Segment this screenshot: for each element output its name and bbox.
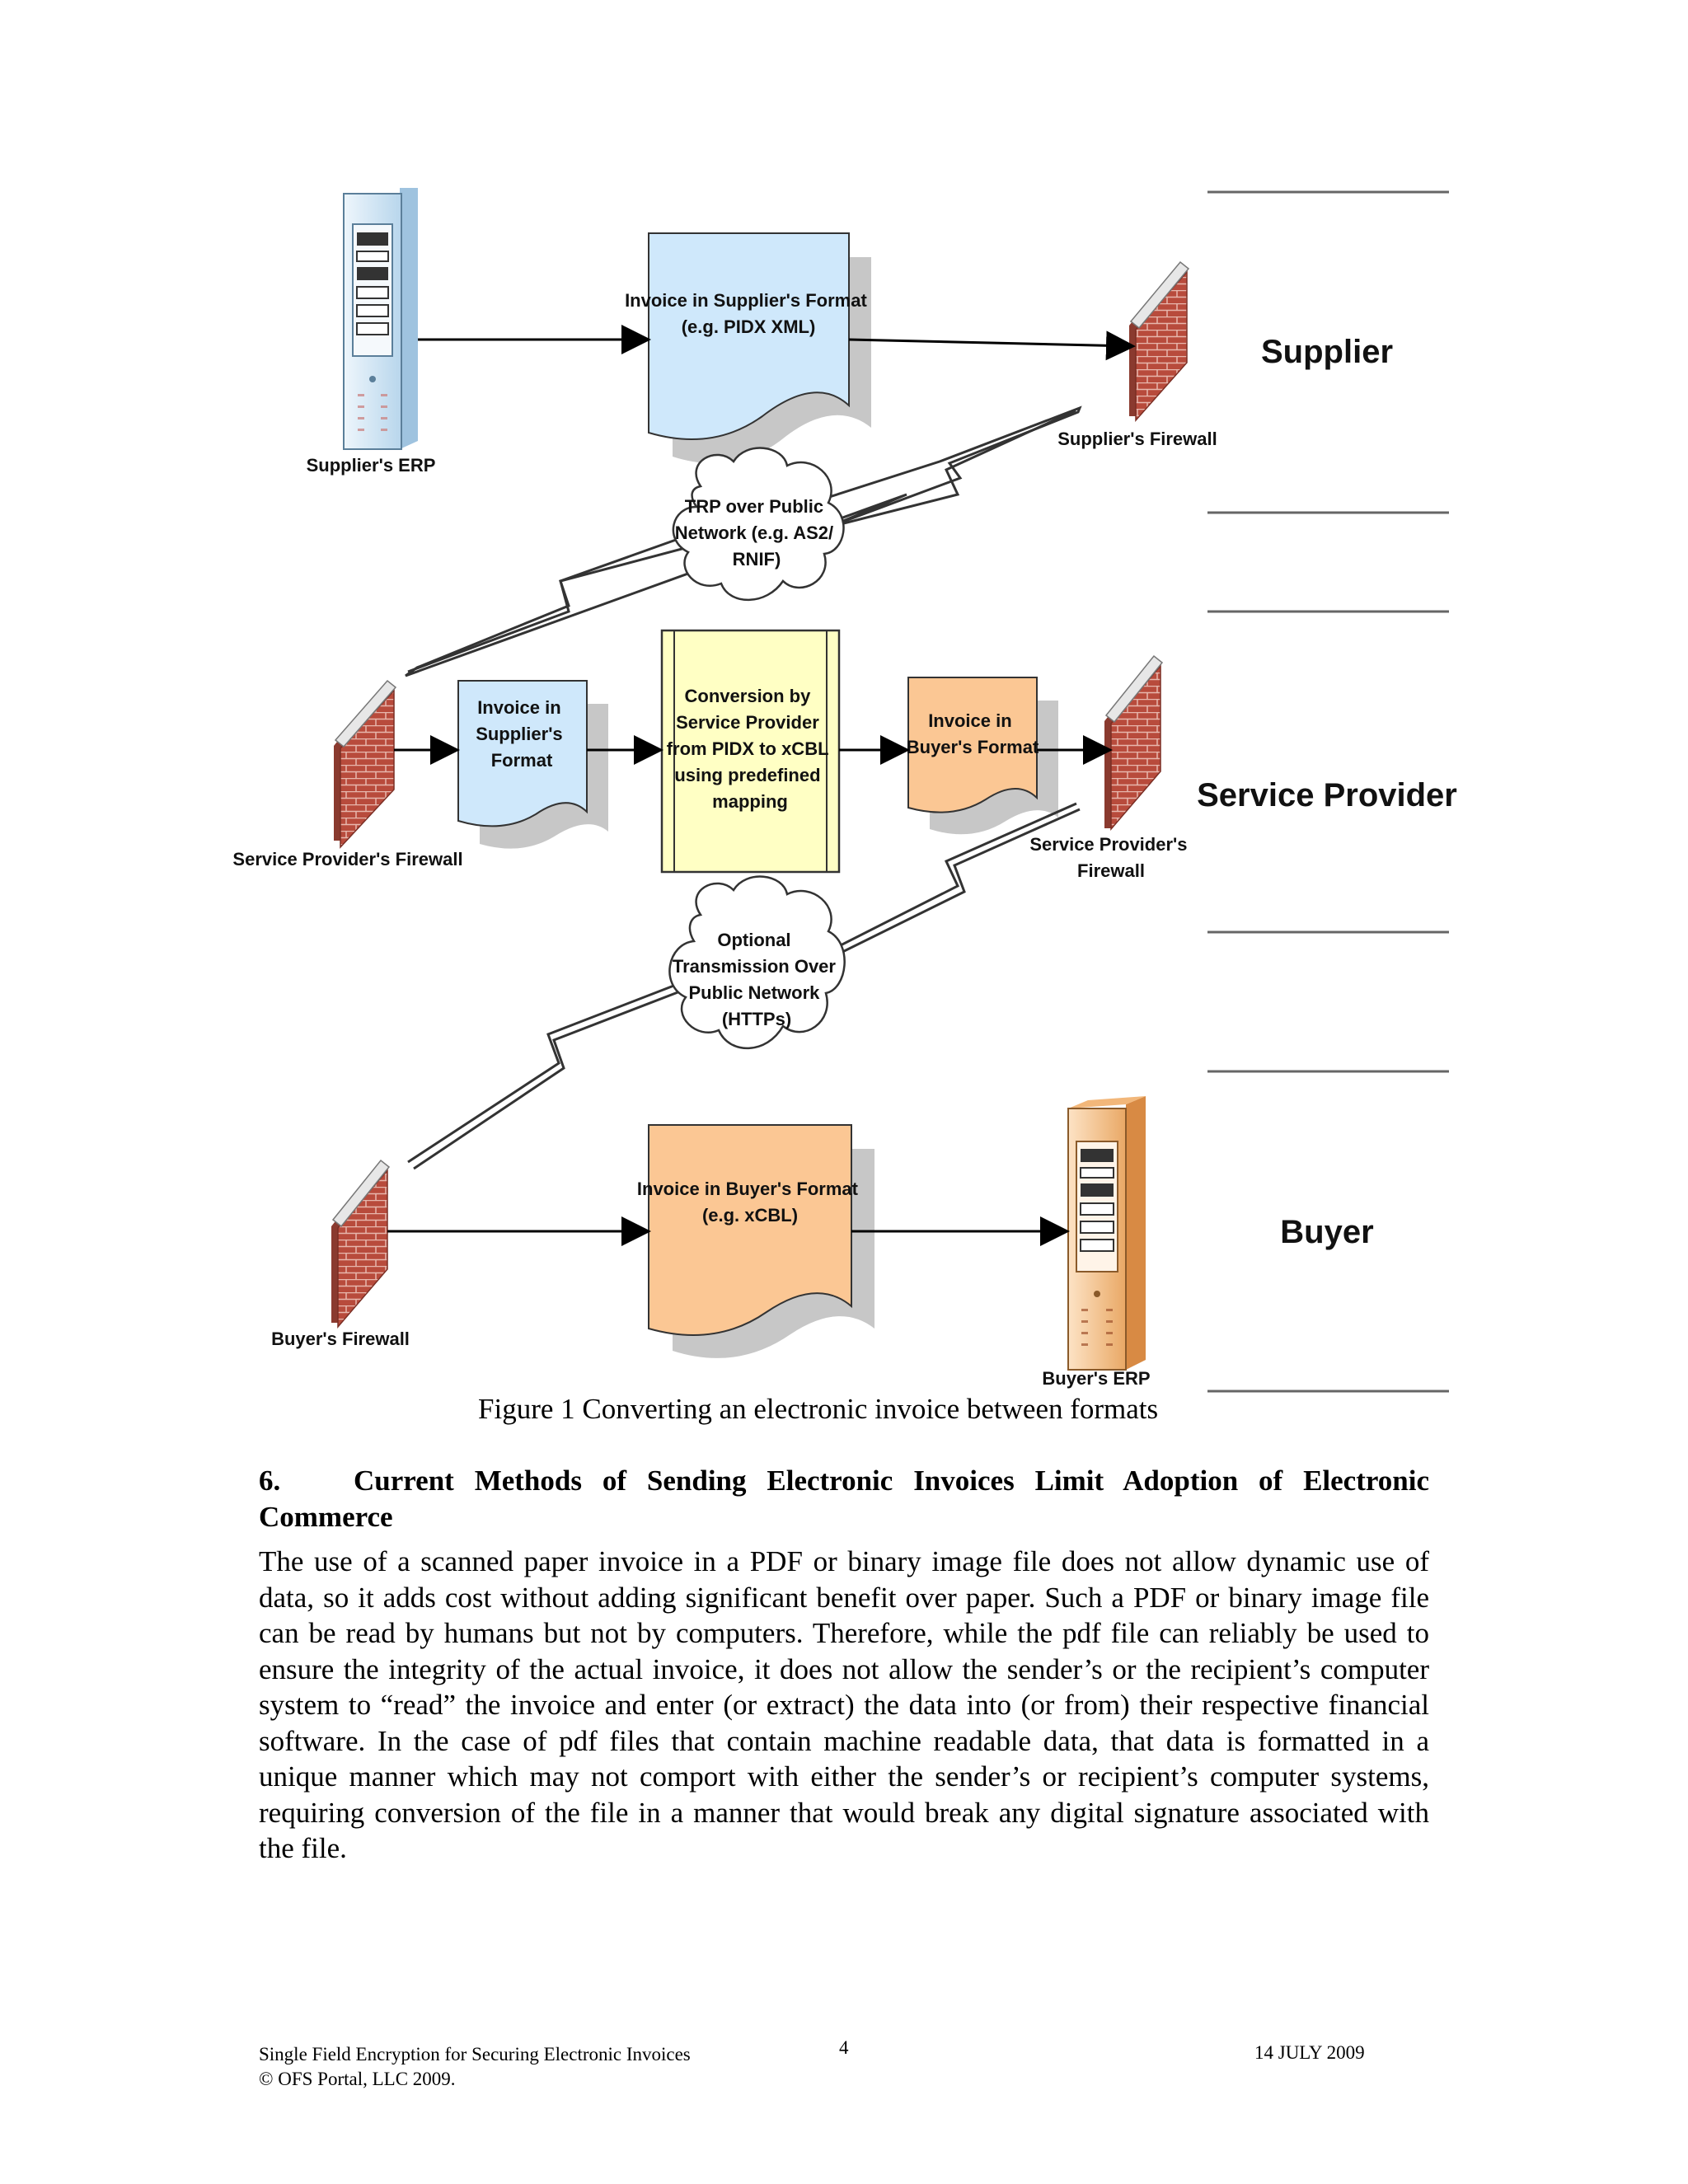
footer-page-number: 4 (839, 2037, 849, 2058)
buyer-firewall-icon (331, 1159, 391, 1329)
trp-cloud: TRP over Public Network (e.g. AS2/ RNIF) (672, 447, 845, 602)
supplier-erp-server-icon (343, 188, 418, 450)
supplier-erp-label: Supplier's ERP (307, 455, 436, 476)
buyer-erp-label: Buyer's ERP (1042, 1368, 1150, 1389)
conversion-label: Conversion by Service Provider from PIDX… (667, 686, 834, 812)
sp-supplier-format-document: Invoice in Supplier's Format (457, 680, 608, 849)
footer-document-title: Single Field Encryption for Securing Ele… (259, 2044, 691, 2064)
sp-left-firewall-label: Service Provider's Firewall (232, 849, 462, 869)
trp-cloud-label: TRP over Public Network (e.g. AS2/ RNIF) (675, 496, 838, 569)
supplier-firewall-label: Supplier's Firewall (1057, 429, 1217, 449)
buyer-invoice-label: Invoice in Buyer's Format (e.g. xCBL) (637, 1179, 863, 1226)
sp-buyer-format-label: Invoice in Buyer's Format (907, 710, 1039, 757)
figure-caption: Figure 1 Converting an electronic invoic… (478, 1393, 1159, 1425)
optional-cloud: Optional Transmission Over Public Networ… (668, 875, 846, 1050)
supplier-invoice-label: Invoice in Supplier's Format (e.g. PIDX … (625, 290, 872, 337)
arrow-invoice-to-supplier-firewall (848, 330, 1136, 361)
section-title: Current Methods of Sending Electronic In… (259, 1465, 1429, 1533)
footer-copyright: © OFS Portal, LLC 2009. (259, 2069, 456, 2089)
sp-supplier-format-label: Invoice in Supplier's Format (476, 697, 568, 771)
supplier-firewall-icon (1129, 260, 1190, 422)
buyer-firewall-label: Buyer's Firewall (271, 1329, 410, 1349)
section-number: 6. (259, 1465, 281, 1497)
lane-label-supplier: Supplier (1261, 334, 1393, 370)
sp-buyer-format-document: Invoice in Buyer's Format (907, 677, 1058, 835)
buyer-invoice-document: Invoice in Buyer's Format (e.g. xCBL) (637, 1124, 874, 1358)
lane-label-service-provider: Service Provider (1197, 777, 1457, 813)
lane-label-buyer: Buyer (1280, 1214, 1373, 1250)
sp-right-firewall-icon (1104, 654, 1164, 832)
buyer-erp-server-icon (1067, 1096, 1146, 1371)
invoice-flow-diagram: Supplier Service Provider Buyer Supplier… (232, 188, 1457, 1393)
section-body-paragraph: The use of a scanned paper invoice in a … (259, 1545, 1429, 1864)
sp-right-firewall-label: Service Provider's Firewall (1029, 834, 1192, 881)
footer-left: Single Field Encryption for Securing Ele… (259, 2042, 691, 2092)
section-heading: 6.Current Methods of Sending Electronic … (259, 1463, 1429, 1535)
supplier-invoice-document: Invoice in Supplier's Format (e.g. PIDX … (625, 232, 872, 464)
sp-left-firewall-icon (334, 679, 397, 849)
lightning-link-optional (407, 802, 1081, 1170)
conversion-box: Conversion by Service Provider from PIDX… (660, 629, 841, 874)
lane-dividers (1207, 190, 1449, 1393)
footer-date: 14 JULY 2009 (1254, 2042, 1365, 2063)
optional-cloud-label: Optional Transmission Over Public Networ… (673, 930, 841, 1029)
